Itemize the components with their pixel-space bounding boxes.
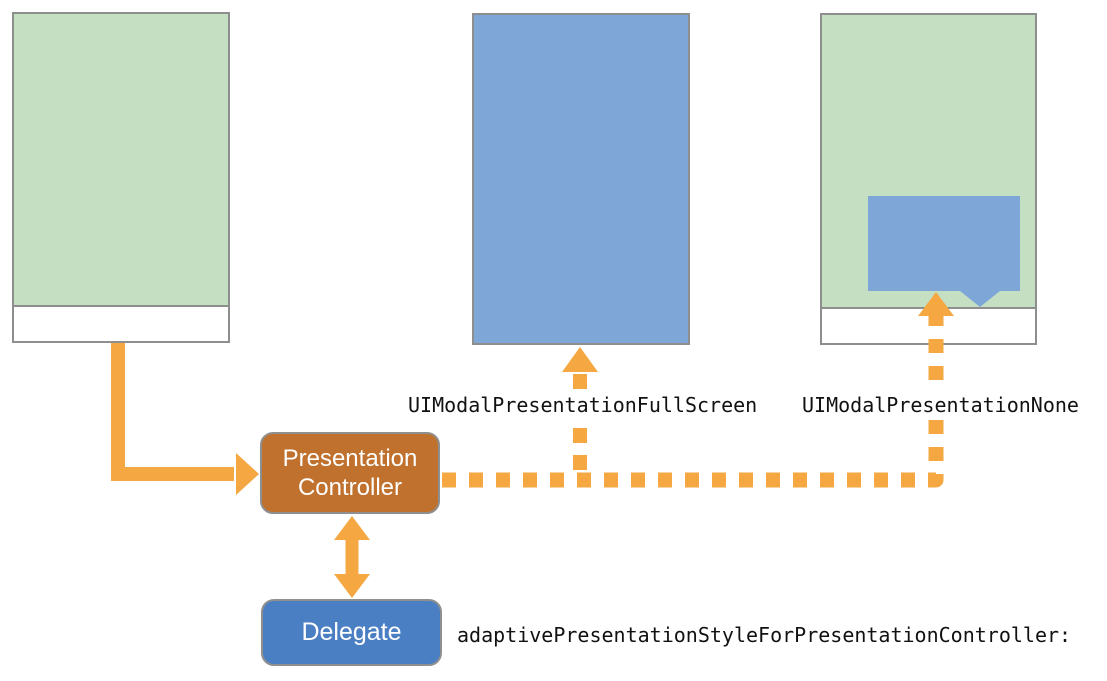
controller-to-fullscreen-arrowhead	[562, 347, 598, 372]
popover-host-bottom-bar	[822, 307, 1035, 343]
presenting-view-screen	[14, 14, 228, 305]
controller-delegate-arrowhead-up	[334, 516, 370, 540]
popover-shape	[868, 196, 1020, 307]
controller-delegate-arrowhead-down	[334, 574, 370, 598]
presentation-controller-label-line2: Controller	[297, 474, 403, 501]
delegate-label: Delegate	[301, 618, 402, 646]
none-style-label: UIModalPresentationNone	[800, 393, 1081, 417]
presentation-controller-node: Presentation Controller	[260, 432, 440, 514]
popover-shape-layer	[868, 196, 1020, 307]
popover-host-screen	[822, 15, 1035, 307]
popover-presented-view-device	[820, 13, 1037, 345]
delegate-node: Delegate	[261, 599, 442, 666]
presenting-to-controller-arrow-line	[111, 343, 234, 481]
presentation-controller-label-line1: Presentation	[282, 445, 418, 472]
presenting-view-bottom-bar	[14, 305, 228, 341]
presenting-view-device	[12, 12, 230, 343]
delegate-method-label: adaptivePresentationStyleForPresentation…	[455, 623, 1074, 647]
fullscreen-style-label: UIModalPresentationFullScreen	[406, 393, 760, 417]
presenting-to-controller-arrowhead	[236, 453, 259, 495]
fullscreen-presented-view-device	[472, 13, 690, 345]
